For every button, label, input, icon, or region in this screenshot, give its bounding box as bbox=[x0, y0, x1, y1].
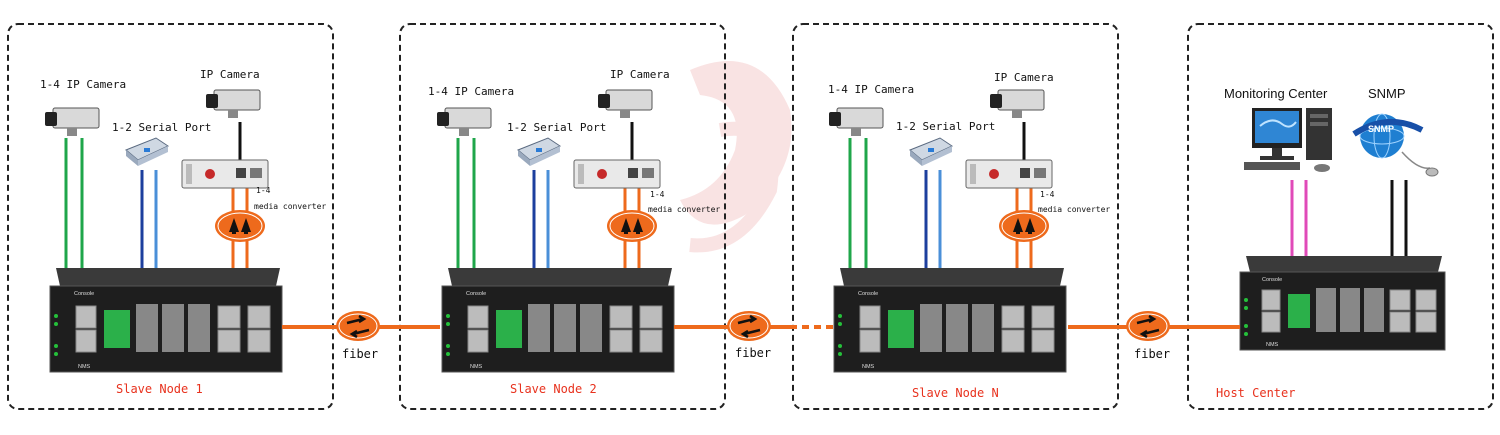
panel-border-slave-node-1 bbox=[7, 23, 334, 410]
industrial-switch: Console NMS bbox=[833, 268, 1067, 373]
ip-camera-icon bbox=[990, 89, 1045, 118]
industrial-switch: Console NMS bbox=[1239, 256, 1446, 351]
panel-slave-node-1: Console NMS 1-4 IP Camera 1-2 Serial Por… bbox=[40, 68, 326, 396]
camera-multi-label: 1-4 IP Camera bbox=[428, 85, 514, 98]
fiber-transceiver-icon bbox=[727, 311, 771, 341]
serial-server-icon bbox=[909, 137, 954, 166]
converter-name-label: media converter bbox=[254, 202, 326, 211]
switch-nms-label: NMS bbox=[862, 364, 875, 370]
node-label: Slave Node 2 bbox=[510, 382, 597, 396]
media-converter-icon bbox=[965, 159, 1053, 189]
node-label: Slave Node N bbox=[912, 386, 999, 400]
media-converter-icon bbox=[573, 159, 661, 189]
camera-multi-label: 1-4 IP Camera bbox=[828, 83, 914, 96]
snmp-globe-icon: SNMP bbox=[1352, 113, 1439, 177]
converter-count-label: 1-4 bbox=[650, 190, 665, 199]
converter-name-label: media converter bbox=[648, 205, 720, 214]
switch-nms-label: NMS bbox=[78, 364, 91, 370]
serial-port-label: 1-2 Serial Port bbox=[896, 120, 995, 133]
uplink-badge-icon bbox=[999, 210, 1049, 242]
switch-console-label: Console bbox=[858, 291, 878, 297]
panel-slave-node-2: Console NMS 1-4 IP Camera 1-2 Serial Por… bbox=[428, 68, 720, 396]
switch-console-label: Console bbox=[74, 291, 94, 297]
fiber-label: fiber bbox=[342, 347, 378, 361]
serial-server-icon bbox=[125, 137, 170, 166]
snmp-label: SNMP bbox=[1368, 86, 1406, 101]
snmp-globe-text: SNMP bbox=[1368, 124, 1394, 134]
fiber-label: fiber bbox=[735, 346, 771, 360]
ip-camera-icon bbox=[206, 89, 261, 118]
fiber-transceiver-icon bbox=[336, 311, 380, 341]
workstation-icon bbox=[1244, 108, 1332, 172]
monitoring-center-label: Monitoring Center bbox=[1224, 86, 1328, 101]
switch-console-label: Console bbox=[1262, 277, 1282, 283]
ip-camera-icon bbox=[829, 107, 884, 136]
switch-nms-label: NMS bbox=[1266, 342, 1279, 348]
switch-nms-label: NMS bbox=[470, 364, 483, 370]
industrial-switch: Console NMS bbox=[441, 268, 675, 373]
ip-camera-icon bbox=[437, 107, 492, 136]
serial-port-label: 1-2 Serial Port bbox=[507, 121, 606, 134]
uplink-badge-icon bbox=[607, 210, 657, 242]
serial-port-label: 1-2 Serial Port bbox=[112, 121, 211, 134]
watermark-logo bbox=[680, 61, 792, 253]
camera-single-label: IP Camera bbox=[200, 68, 260, 81]
camera-multi-label: 1-4 IP Camera bbox=[40, 78, 126, 91]
fiber-label: fiber bbox=[1134, 347, 1170, 361]
panel-border-slave-node-2 bbox=[399, 23, 726, 410]
ip-camera-icon bbox=[598, 89, 653, 118]
panel-border-host-center bbox=[1187, 23, 1494, 410]
node-label: Slave Node 1 bbox=[116, 382, 203, 396]
panel-host-center: SNMP Console NMS Monitoring Center SNMP … bbox=[1216, 86, 1446, 400]
industrial-switch: Console NMS bbox=[49, 268, 283, 373]
uplink-badge-icon bbox=[215, 210, 265, 242]
panel-slave-node-n: Console NMS 1-4 IP Camera 1-2 Serial Por… bbox=[828, 71, 1110, 400]
fiber-transceiver-icon bbox=[1126, 311, 1170, 341]
camera-single-label: IP Camera bbox=[610, 68, 670, 81]
converter-name-label: media converter bbox=[1038, 205, 1110, 214]
fiber-links: fiber fiber fiber bbox=[282, 311, 1240, 361]
panel-content: Console NMS bbox=[45, 89, 283, 373]
camera-single-label: IP Camera bbox=[994, 71, 1054, 84]
serial-server-icon bbox=[517, 137, 562, 166]
panel-border-slave-node-n bbox=[792, 23, 1119, 410]
converter-count-label: 1-4 bbox=[256, 186, 271, 195]
switch-console-label: Console bbox=[466, 291, 486, 297]
converter-count-label: 1-4 bbox=[1040, 190, 1055, 199]
ip-camera-icon bbox=[45, 107, 100, 136]
media-converter-icon bbox=[181, 159, 269, 189]
host-center-label: Host Center bbox=[1216, 386, 1295, 400]
